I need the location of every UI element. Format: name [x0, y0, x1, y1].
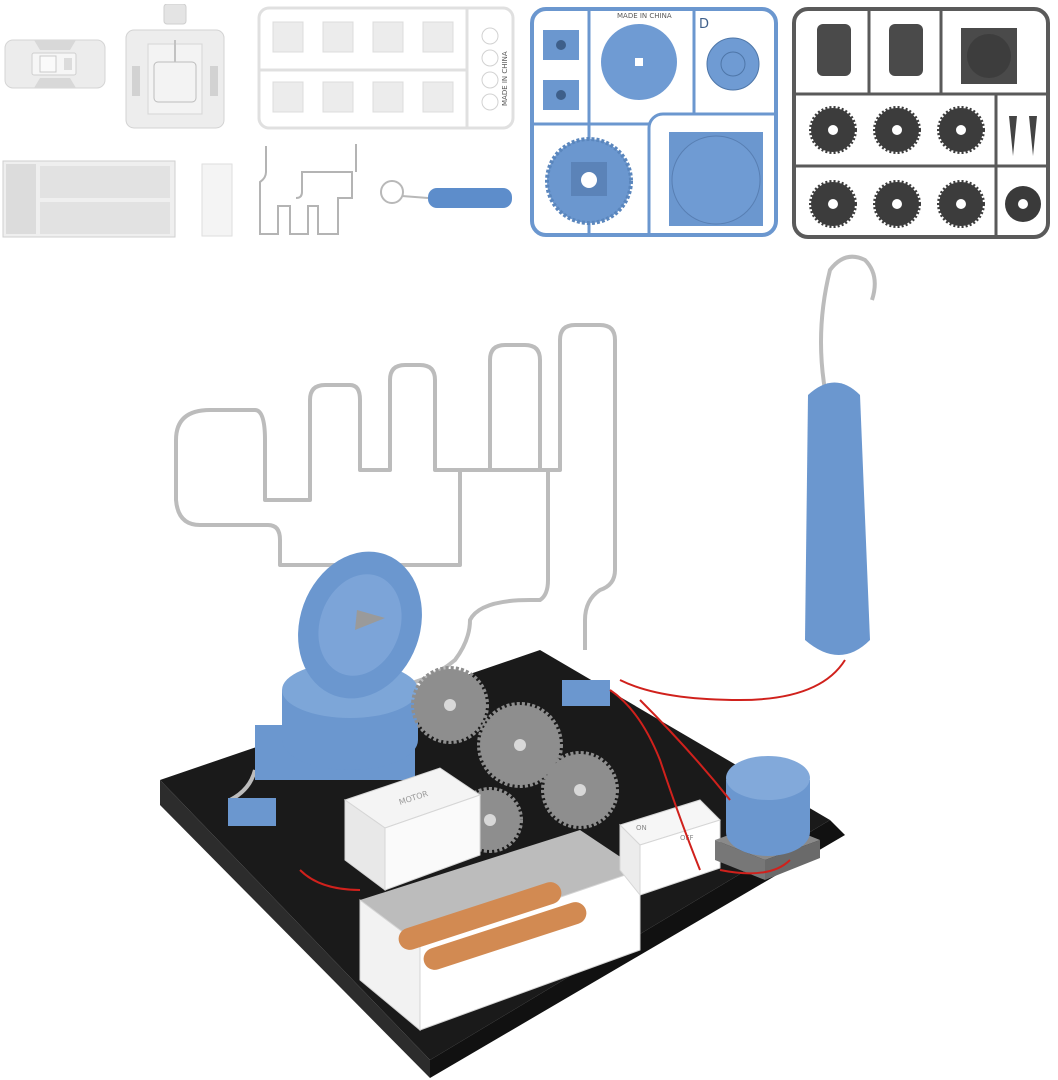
sprue-label: MADE IN CHINA — [501, 51, 509, 106]
wire-post-right — [562, 680, 610, 706]
switch-on-label: ON — [636, 824, 647, 832]
battery-holder-part — [2, 160, 176, 238]
sprue-label: MADE IN CHINA — [617, 12, 672, 20]
motor-module-part — [125, 4, 225, 129]
gray-gear-sprue — [792, 7, 1050, 239]
hook-wand-part — [380, 180, 512, 208]
motor-block: MOTOR — [343, 767, 482, 891]
sprue-tag: D — [699, 17, 709, 32]
hook-wand — [619, 254, 877, 702]
parts-row: MADE IN CHINA MADE IN CHINA D — [0, 0, 1058, 250]
spinner-tower — [255, 551, 422, 780]
small-cover-part — [201, 163, 233, 237]
red-cables — [299, 689, 791, 891]
buzzer — [715, 756, 820, 880]
white-connector-sprue: MADE IN CHINA — [257, 6, 515, 130]
switch-module-part — [4, 39, 106, 89]
blue-sprue: MADE IN CHINA D — [530, 7, 778, 237]
wire-post-left — [228, 798, 276, 826]
maze-wire-part — [259, 144, 357, 235]
assembled-kit: MOTOR ON OFF — [160, 254, 877, 1078]
battery-box — [359, 830, 641, 1032]
